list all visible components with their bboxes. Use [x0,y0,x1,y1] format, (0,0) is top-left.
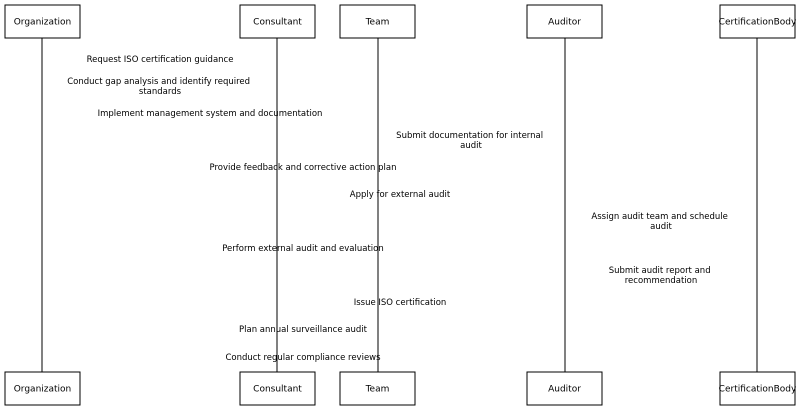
message-label: Apply for external audit [350,190,451,200]
message-label: Submit documentation for internal audit [396,131,546,151]
participant-top-certificationbody: CertificationBody [719,4,797,39]
message-label: Assign audit team and schedule audit [591,212,730,232]
participant-bottom-organization: Organization [4,371,81,406]
participant-label: Organization [14,385,72,395]
message-label: Conduct regular compliance reviews [225,353,381,363]
message-label: Perform external audit and evaluation [222,244,384,254]
participant-bottom-team: Team [339,371,416,406]
participant-top-consultant: Consultant [239,4,316,39]
message-label: Plan annual surveillance audit [239,325,368,335]
participant-top-team: Team [339,4,416,39]
message-label: Request ISO certification guidance [87,55,234,65]
participant-label: Team [365,385,390,395]
participant-bottom-auditor: Auditor [526,371,603,406]
participant-label: Consultant [253,385,302,395]
participant-label: Auditor [548,18,581,28]
participant-label: CertificationBody [719,385,797,395]
participant-label: Team [365,18,390,28]
participant-top-organization: Organization [4,4,81,39]
message-label: Implement management system and document… [98,109,323,119]
message-label: Submit audit report and recommendation [609,266,714,286]
participant-label: Consultant [253,18,302,28]
message-label: Provide feedback and corrective action p… [210,163,397,173]
participant-top-auditor: Auditor [526,4,603,39]
message-label: Issue ISO certification [354,298,447,308]
participant-bottom-consultant: Consultant [239,371,316,406]
message-label: Conduct gap analysis and identify requir… [67,77,253,97]
participant-label: Auditor [548,385,581,395]
participant-label: CertificationBody [719,18,797,28]
participant-label: Organization [14,18,72,28]
participant-bottom-certificationbody: CertificationBody [719,371,797,406]
